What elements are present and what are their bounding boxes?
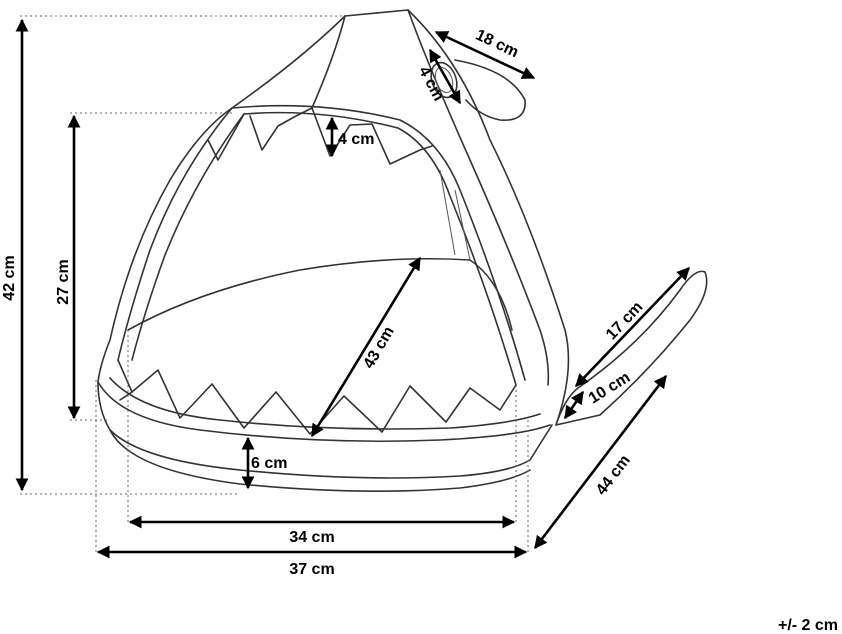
lower-teeth	[131, 369, 517, 435]
dim-fin-hole	[428, 48, 462, 105]
dim-tail-width	[563, 390, 585, 420]
dorsal-hood-left	[97, 15, 346, 383]
mouth-rim-left	[117, 107, 233, 361]
base-top-inner	[109, 377, 541, 430]
dim-depth	[533, 374, 668, 550]
label-tail-width: 10 cm	[586, 369, 633, 407]
cushion	[127, 257, 513, 331]
label-tolerance: +/- 2 cm	[778, 617, 838, 634]
label-base-height: 6 cm	[251, 455, 287, 472]
hood-ridge	[311, 15, 346, 109]
mouth-rim-outer	[231, 104, 526, 381]
extension-lines	[20, 15, 529, 553]
mouth-rim-left-inner	[131, 113, 245, 361]
mouth-rim-inner	[243, 111, 517, 386]
label-fin-length: 18 cm	[473, 27, 521, 62]
lower-teeth-left	[117, 359, 133, 401]
label-tooth-height: 4 cm	[338, 131, 374, 148]
dim-tail-length	[575, 267, 690, 387]
tail	[555, 270, 708, 426]
label-depth: 44 cm	[593, 452, 634, 498]
base-top-outer	[97, 381, 551, 443]
shark-bed-outline	[97, 9, 708, 492]
upper-teeth-left	[207, 113, 245, 161]
base-lower-edge	[109, 429, 531, 492]
dim-fin-length	[434, 30, 536, 80]
label-height-opening: 27 cm	[55, 259, 72, 304]
label-inner-width: 34 cm	[289, 529, 334, 546]
dimension-arrows	[15, 18, 690, 559]
back-wall	[439, 169, 471, 261]
dimension-labels: 42 cm 27 cm 18 cm 4 cm 4 cm 43 cm 17 cm …	[1, 27, 838, 634]
label-outer-width: 37 cm	[289, 561, 334, 578]
base-bottom	[97, 381, 553, 479]
dim-diagonal	[310, 256, 422, 438]
label-height-total: 42 cm	[1, 255, 18, 300]
